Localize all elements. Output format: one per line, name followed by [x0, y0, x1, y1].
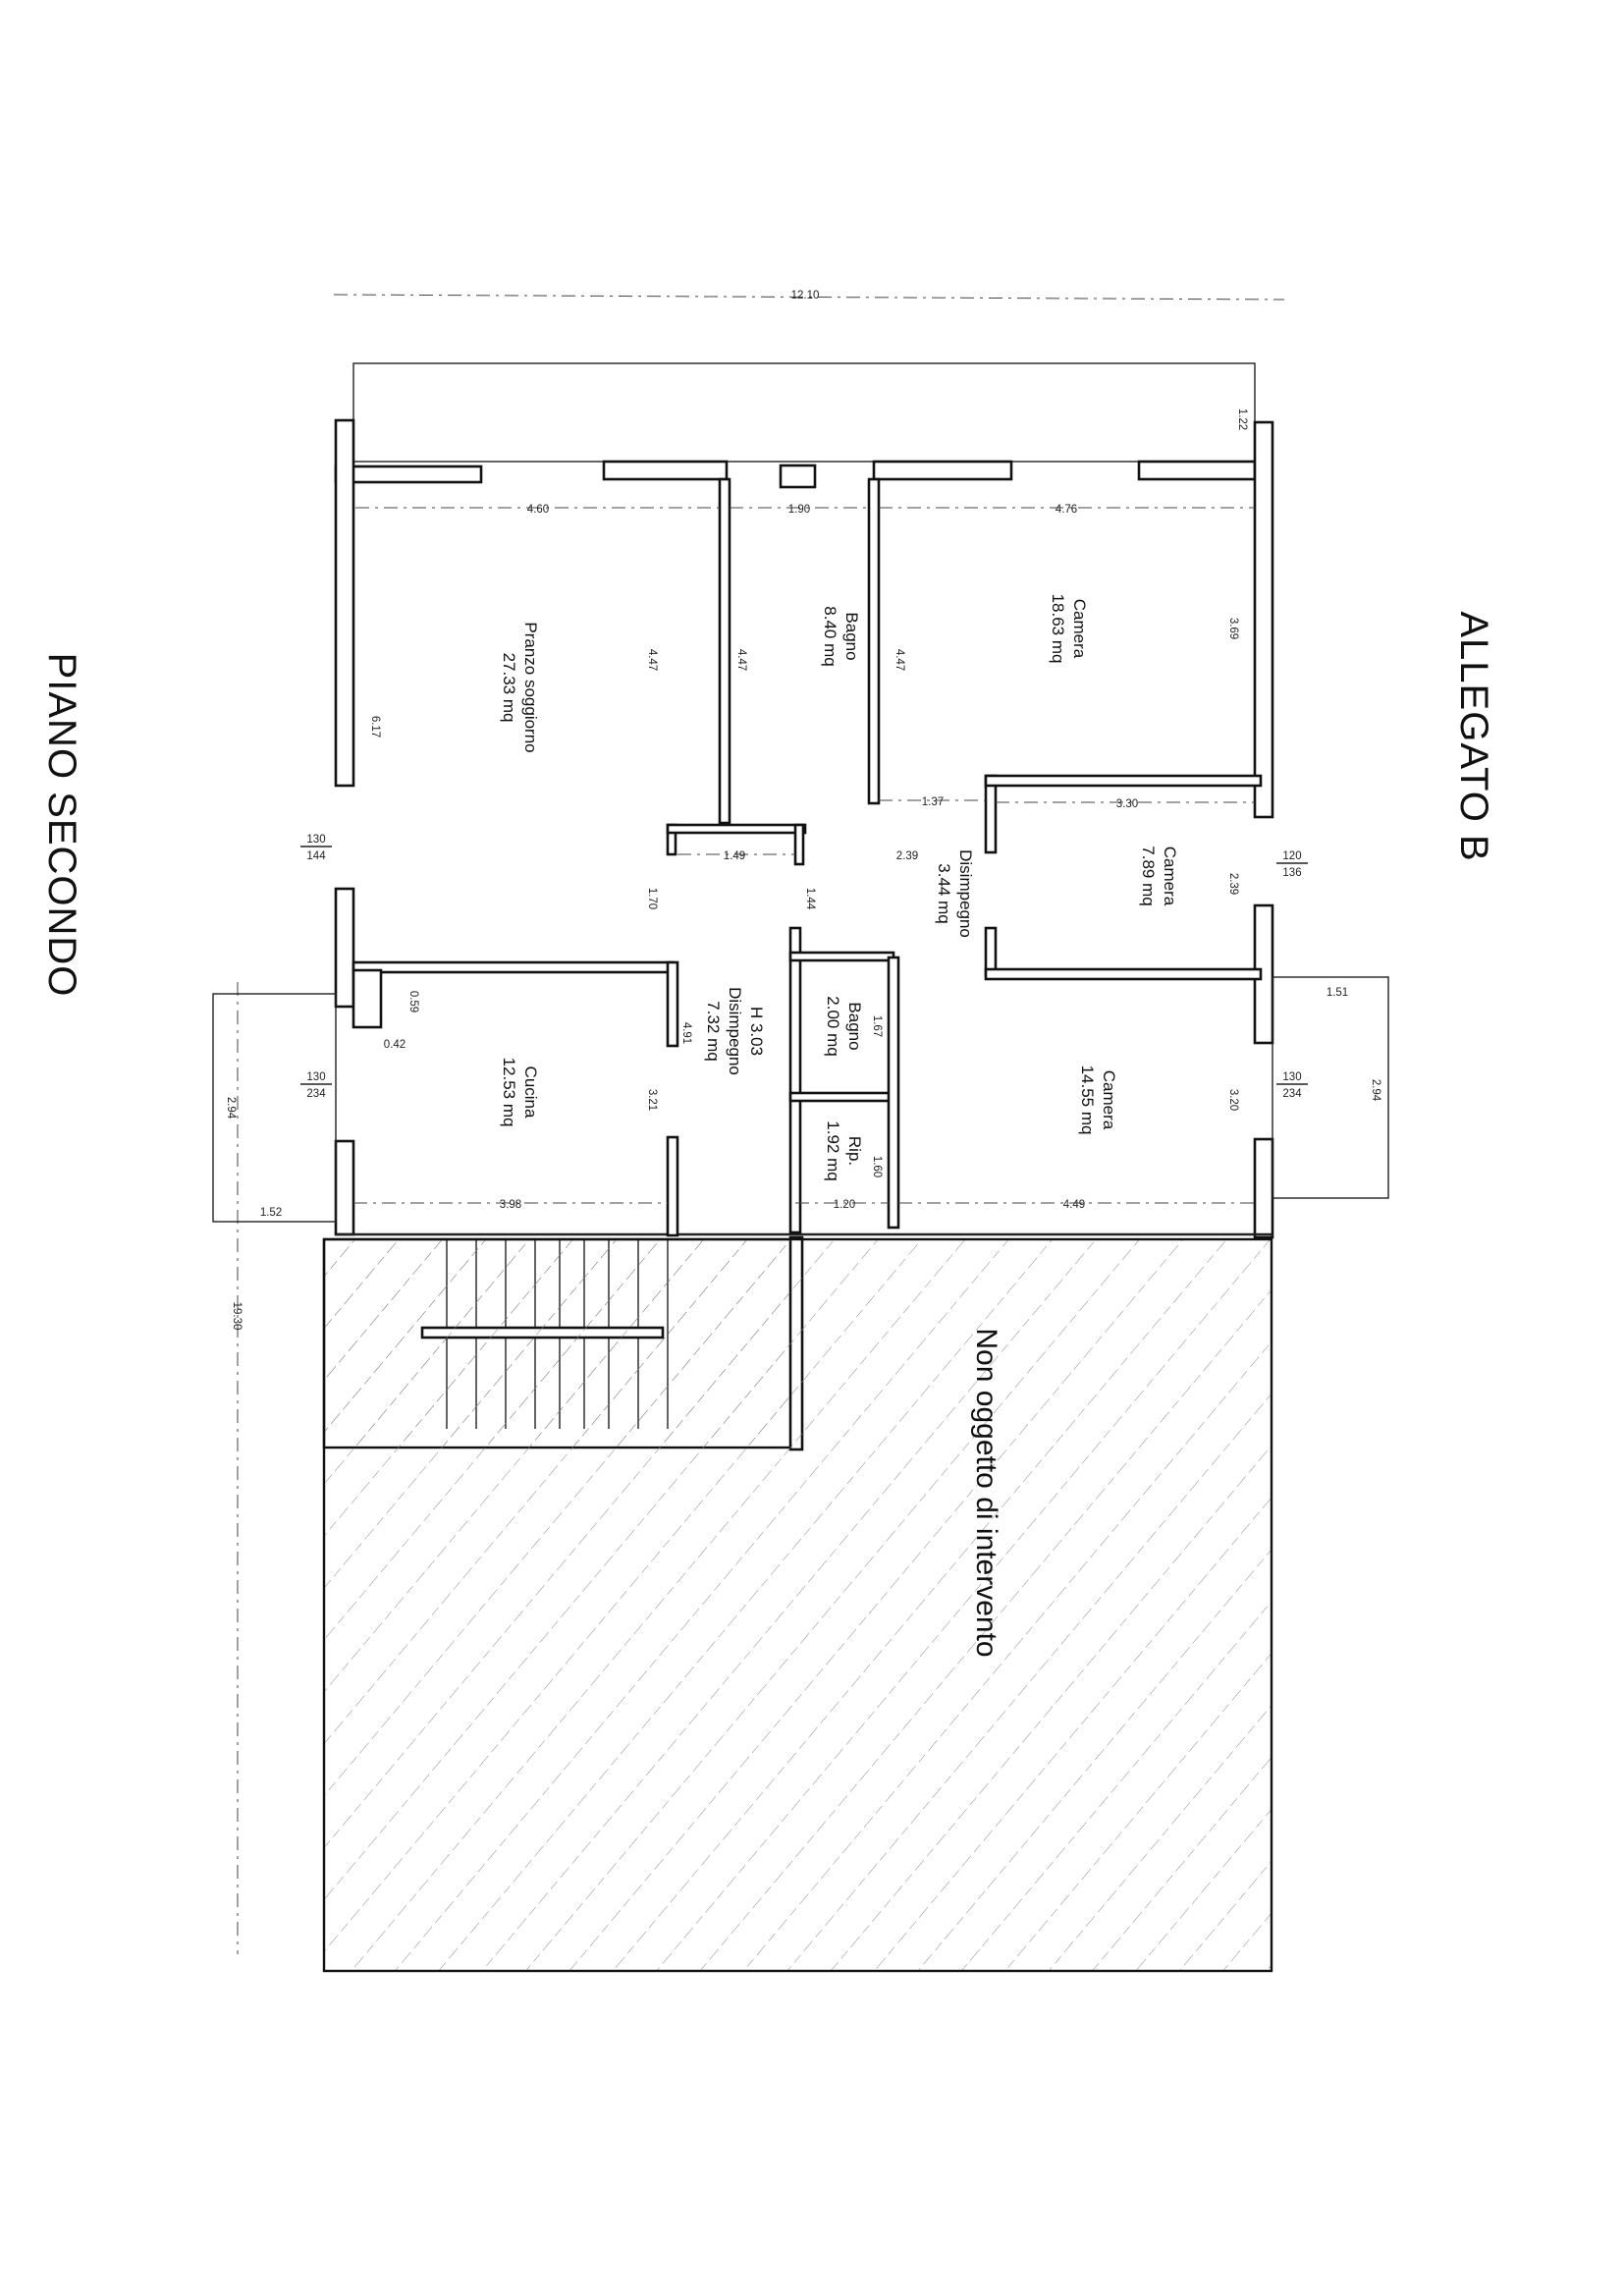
dim-width: 3.98: [500, 1199, 521, 1211]
balcony-top: 1.22: [352, 362, 1256, 463]
room-area: 7.89 mq: [1139, 846, 1158, 905]
dim-height: 4.47: [735, 649, 747, 671]
dim-width: 1.37: [922, 796, 944, 808]
dim-width: 1.49: [724, 850, 745, 862]
room-area: 8.40 mq: [821, 606, 839, 666]
room-area: 14.55 mq: [1078, 1066, 1097, 1135]
window-height: 234: [306, 1088, 326, 1100]
dim-width: 1.20: [834, 1199, 855, 1211]
dim-overall-depth: 19.30: [231, 1302, 243, 1331]
room-area: 27.33 mq: [500, 653, 518, 723]
dim-height: 3.21: [646, 1089, 658, 1111]
dim-height: 4.47: [646, 649, 658, 671]
room-bagno-large: Bagno 8.40 mq: [821, 606, 861, 666]
room-camera-7: Camera 7.89 mq: [1139, 846, 1179, 905]
room-area: 18.63 mq: [1049, 594, 1067, 664]
room-name: Disimpegno: [726, 987, 744, 1075]
window-width: 130: [306, 1071, 325, 1083]
window-height: 144: [306, 850, 326, 862]
dim-width: 4.76: [1056, 504, 1077, 516]
overall-length-dimension: 12.10: [333, 290, 1285, 301]
room-name: Bagno: [845, 1002, 864, 1050]
room-area: 1.92 mq: [824, 1121, 842, 1180]
dim-width: 4.49: [1063, 1199, 1085, 1211]
room-bagno-small: Bagno 2.00 mq: [824, 996, 864, 1056]
window-width: 130: [1282, 1071, 1301, 1083]
dim-height: 1.44: [804, 888, 816, 910]
dim-height: 3.20: [1227, 1089, 1239, 1111]
room-pranzo-soggiorno: Pranzo soggiorno 27.33 mq: [500, 622, 540, 752]
room-name: Pranzo soggiorno: [521, 622, 540, 752]
room-disimpegno-main: H 3.03 Disimpegno 7.32 mq: [704, 987, 766, 1075]
room-cucina: Cucina 12.53 mq: [500, 1058, 540, 1127]
room-name: Camera: [1161, 847, 1179, 906]
non-intervention-note: Non oggetto di intervento: [970, 1328, 1002, 1657]
window-width: 120: [1282, 850, 1301, 862]
interior-walls: [352, 477, 1263, 1237]
dim-right-balcony-width: 1.51: [1326, 987, 1348, 999]
dim-left-balcony-depth: 2.94: [225, 1097, 237, 1120]
room-name: Disimpegno: [956, 849, 975, 938]
overall-depth-dimension: 19.30: [231, 982, 243, 1954]
dim-height: 4.47: [893, 649, 905, 671]
dim-overall-length: 12.10: [791, 290, 820, 301]
dim-height: 2.39: [1227, 873, 1239, 895]
left-balcony: 2.94 1.52: [212, 993, 337, 1223]
room-area: 12.53 mq: [500, 1058, 518, 1127]
non-intervention-area: Non oggetto di intervento: [322, 1237, 1273, 1973]
dim-width: 1.90: [788, 504, 810, 516]
window-height: 136: [1282, 867, 1301, 879]
dim-right-balcony-depth: 2.94: [1370, 1079, 1381, 1102]
dim-height: 1.60: [871, 1156, 883, 1177]
dim-left-balcony-width: 1.52: [260, 1207, 282, 1219]
room-ripostiglio: Rip. 1.92 mq: [824, 1121, 864, 1180]
dim-height: 0.59: [407, 991, 419, 1012]
dim-height: 4.91: [680, 1022, 692, 1044]
room-name: Camera: [1100, 1070, 1118, 1130]
dim-width: 3.30: [1116, 798, 1138, 810]
room-name: Cucina: [521, 1066, 540, 1119]
room-name: Rip.: [845, 1136, 864, 1166]
dim-width: 0.42: [384, 1039, 406, 1051]
room-name: Camera: [1070, 599, 1089, 659]
allegato-title: ALLEGATO B: [1452, 611, 1495, 861]
room-area: 3.44 mq: [935, 863, 953, 923]
room-height: H 3.03: [747, 1007, 766, 1056]
window-annotations: 130 144 120 136 130 234 130 234: [300, 834, 1308, 1100]
exterior-walls: [334, 418, 1274, 1239]
room-area: 2.00 mq: [824, 996, 842, 1056]
dim-width: 2.39: [896, 850, 918, 862]
window-width: 130: [306, 834, 325, 846]
right-balcony: 2.94 1.51: [1272, 976, 1389, 1199]
room-camera-18: Camera 18.63 mq: [1049, 594, 1089, 664]
room-name: Bagno: [842, 612, 861, 660]
dim-width: 4.60: [527, 504, 549, 516]
dim-height: 1.70: [646, 888, 658, 909]
floor-label: PIANO SECONDO: [40, 653, 83, 998]
room-disimpegno-small: Disimpegno 3.44 mq: [935, 849, 975, 938]
internal-dimensions: 4.60 1.90 4.76 4.47 4.47 4.47 3.69 6.17 …: [353, 504, 1255, 1211]
window-height: 234: [1282, 1088, 1302, 1100]
room-area: 7.32 mq: [704, 1001, 723, 1061]
dim-height: 3.69: [1227, 618, 1239, 639]
dim-height: 6.17: [369, 716, 381, 738]
room-camera-14: Camera 14.55 mq: [1078, 1066, 1118, 1135]
dim-balcony-depth: 1.22: [1236, 409, 1248, 430]
dim-height: 1.67: [871, 1015, 883, 1037]
